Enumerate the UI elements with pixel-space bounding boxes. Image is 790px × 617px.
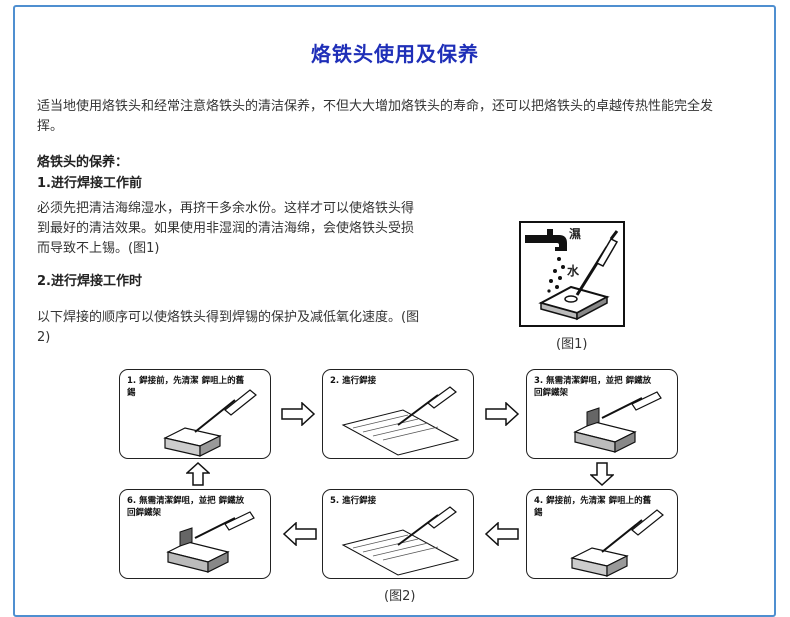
soldering-icon	[341, 506, 460, 576]
figure2-caption: (图2)	[384, 589, 416, 604]
sponge-cleaning-icon	[570, 509, 664, 577]
arrow-left-icon	[484, 522, 519, 546]
step-label: 4. 銲接前，先清潔 銲咀上的舊錫	[534, 496, 652, 518]
figure1-sponge-illustration: 濕 水	[519, 221, 625, 327]
water-label: 水	[567, 264, 580, 278]
flow-step-2: 2. 進行銲接	[322, 369, 474, 459]
sponge-cleaning-icon	[163, 389, 257, 457]
flow-step-5: 5. 進行銲接	[322, 489, 474, 579]
step-label: 5. 進行銲接	[330, 496, 377, 506]
intro-paragraph: 适当地使用烙铁头和经常注意烙铁头的清洁保养，不但大大增加烙铁头的寿命，还可以把烙…	[37, 99, 714, 134]
flow-step-1: 1. 銲接前，先清潔 銲咀上的舊錫	[119, 369, 271, 459]
step-label: 1. 銲接前，先清潔 銲咀上的舊錫	[127, 376, 245, 398]
arrow-left-icon	[282, 522, 317, 546]
step1-heading: 1.进行焊接工作前	[37, 176, 142, 191]
flow-step-3: 3. 無需清潔銲咀，並把 銲鐵放回銲鐵架	[526, 369, 678, 459]
step1-paragraph: 必须先把清洁海绵湿水，再挤干多余水份。这样才可以使烙铁头得到最好的清洁效果。如果…	[37, 201, 415, 256]
wet-label: 濕	[569, 227, 582, 241]
step-label: 3. 無需清潔銲咀，並把 銲鐵放回銲鐵架	[534, 376, 652, 398]
step2-paragraph: 以下焊接的顺序可以使烙铁头得到焊锡的保护及减低氧化速度。(图2)	[37, 310, 420, 345]
wet-sponge-drawing	[525, 229, 619, 321]
arrow-up-icon	[186, 461, 210, 486]
page-title: 烙铁头使用及保养	[311, 42, 479, 66]
arrow-right-icon	[485, 402, 520, 426]
figure1-caption: (图1)	[556, 337, 588, 352]
soldering-icon	[341, 386, 460, 456]
flow-step-6: 6. 無需清潔銲咀，並把 銲鐵放回銲鐵架	[119, 489, 271, 579]
step2-heading: 2.进行焊接工作时	[37, 274, 142, 289]
iron-stand-icon	[573, 391, 662, 453]
arrow-right-icon	[281, 402, 316, 426]
step-label: 6. 無需清潔銲咀，並把 銲鐵放回銲鐵架	[127, 496, 245, 518]
step-label: 2. 進行銲接	[330, 376, 377, 386]
care-heading: 烙铁头的保养：	[37, 155, 129, 170]
arrow-down-icon	[590, 462, 614, 487]
flow-step-4: 4. 銲接前，先清潔 銲咀上的舊錫	[526, 489, 678, 579]
iron-stand-icon	[166, 511, 255, 573]
